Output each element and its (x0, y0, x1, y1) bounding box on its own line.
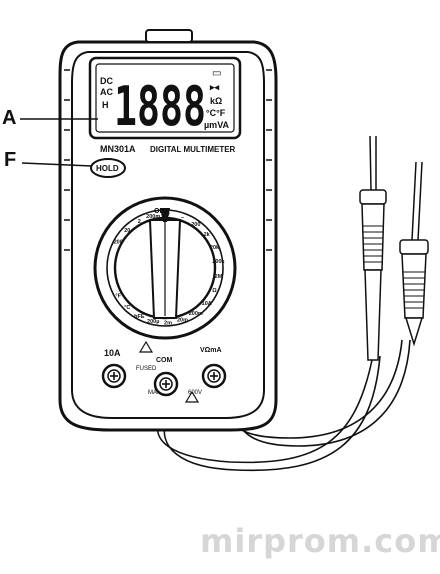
dial-off-label: OFF (154, 208, 169, 215)
lcd-indicator-right-1: ▸◂ (209, 82, 220, 92)
product-label: DIGITAL MULTIMETER (150, 145, 236, 154)
terminal-10a-jack[interactable] (101, 363, 127, 389)
lcd-display: 1888 DC AC H ▭ ▸◂ kΩ °C°F µmVA (88, 56, 242, 140)
dial-mark: ~ (181, 215, 184, 221)
dial-mark: 2m (164, 320, 172, 326)
lcd-indicator-left-1: AC (100, 87, 113, 97)
dial-mark: 200m (189, 311, 203, 317)
dial-mark: 200 (191, 222, 200, 228)
rotary-switch[interactable]: 200202200mV~2002k20k200k2MΩ10A200m20m2m2… (93, 196, 237, 340)
terminal-vohm-jack[interactable] (201, 363, 227, 389)
lcd-indicator-left-0: DC (100, 76, 113, 86)
dial-mark: 20m (177, 318, 188, 324)
dial-ring-marks: 200202200mV~2002k20k200k2MΩ10A200m20m2m2… (114, 213, 226, 327)
dial-mark: 2 (138, 219, 141, 225)
watermark-text: mirprom.com (200, 522, 440, 560)
probe-left (359, 135, 387, 361)
callout-a-label: A (2, 107, 16, 129)
dial-mark: 200k (212, 259, 225, 265)
lcd-indicator-right-3: °C°F (206, 108, 226, 118)
dial-mark: 200 (114, 240, 123, 246)
dial-mark: °F (115, 294, 121, 300)
hold-button[interactable]: HOLD (90, 158, 126, 178)
dial-mark: 20k (210, 245, 220, 251)
dial-mark: 10A (202, 301, 212, 307)
model-label: MN301A (100, 144, 136, 154)
terminal-left-note: FUSED (136, 366, 157, 372)
callout-a: A (2, 107, 98, 129)
dial-mark: 200µ (147, 319, 159, 325)
lcd-indicator-right-4: µmVA (204, 120, 230, 130)
dial-mark: hFE (134, 314, 145, 320)
lcd-digits: 1888 (114, 75, 206, 138)
terminal-right-note: 600V (188, 390, 202, 396)
dial-mark: 2k (204, 232, 211, 238)
callout-f-label: F (4, 149, 16, 171)
dial-mark: 200m (146, 214, 160, 220)
callout-f: F (4, 149, 93, 171)
dial-mark: 2M (215, 274, 223, 280)
terminal-center-note: MAX (148, 390, 161, 396)
probe-right (399, 161, 429, 347)
input-terminals: 10A COM VΩmA FUSED MAX 600V (101, 340, 227, 403)
dial-knob (148, 208, 182, 319)
terminal-left-label: 10A (104, 348, 121, 358)
terminal-right-label: VΩmA (200, 347, 222, 354)
terminal-center-label: COM (156, 357, 173, 364)
lcd-indicator-right-2: kΩ (210, 96, 222, 106)
lcd-indicator-left-2: H (102, 100, 109, 110)
dial-mark: 20 (124, 228, 130, 234)
warning-triangle-icon (138, 340, 200, 403)
dial-mark: Ω (212, 288, 217, 294)
terminal-com-jack[interactable] (153, 371, 179, 397)
lcd-indicator-right-0: ▭ (212, 68, 221, 79)
dial-mark: °C (124, 305, 130, 311)
hold-button-label: HOLD (96, 164, 119, 173)
